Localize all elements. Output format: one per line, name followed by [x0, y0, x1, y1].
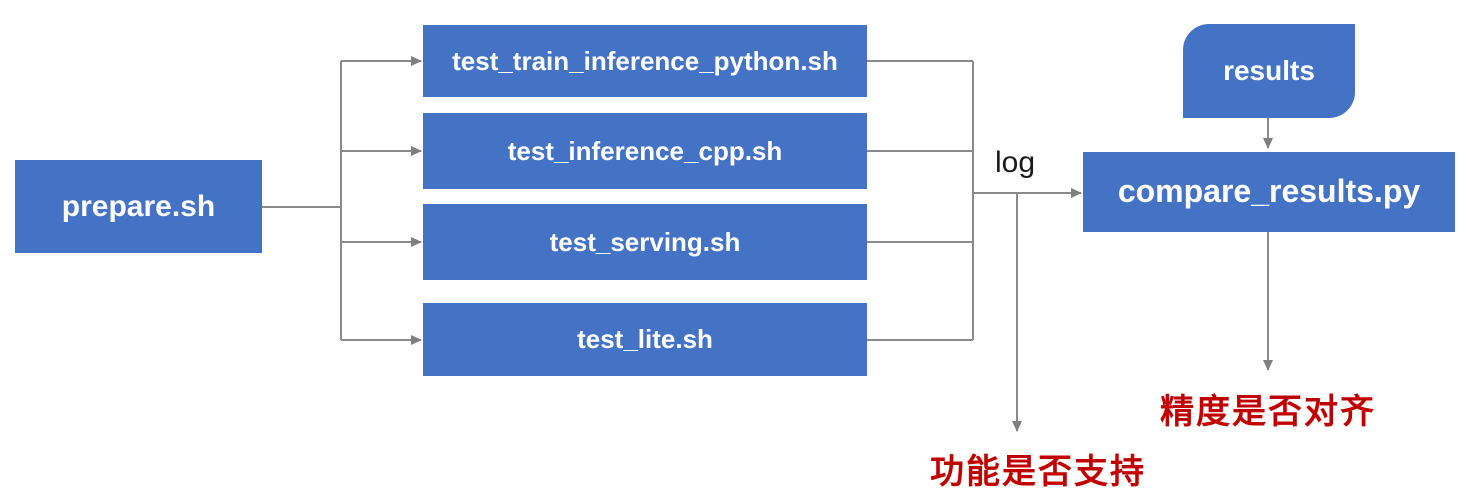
annotation-function-support: 功能是否支持 — [930, 453, 1146, 491]
node-prepare-sh: prepare.sh — [15, 160, 262, 253]
node-test-train-inference-python-sh: test_train_inference_python.sh — [423, 25, 867, 97]
edge-label-log: log — [994, 146, 1036, 179]
node-test-lite-sh: test_lite.sh — [423, 303, 867, 376]
node-test-serving-sh: test_serving.sh — [423, 204, 867, 280]
node-test-inference-cpp-sh: test_inference_cpp.sh — [423, 113, 867, 189]
annotation-precision-alignment: 精度是否对齐 — [1160, 393, 1376, 431]
node-results: results — [1183, 24, 1355, 118]
node-compare-results-py: compare_results.py — [1083, 152, 1455, 232]
